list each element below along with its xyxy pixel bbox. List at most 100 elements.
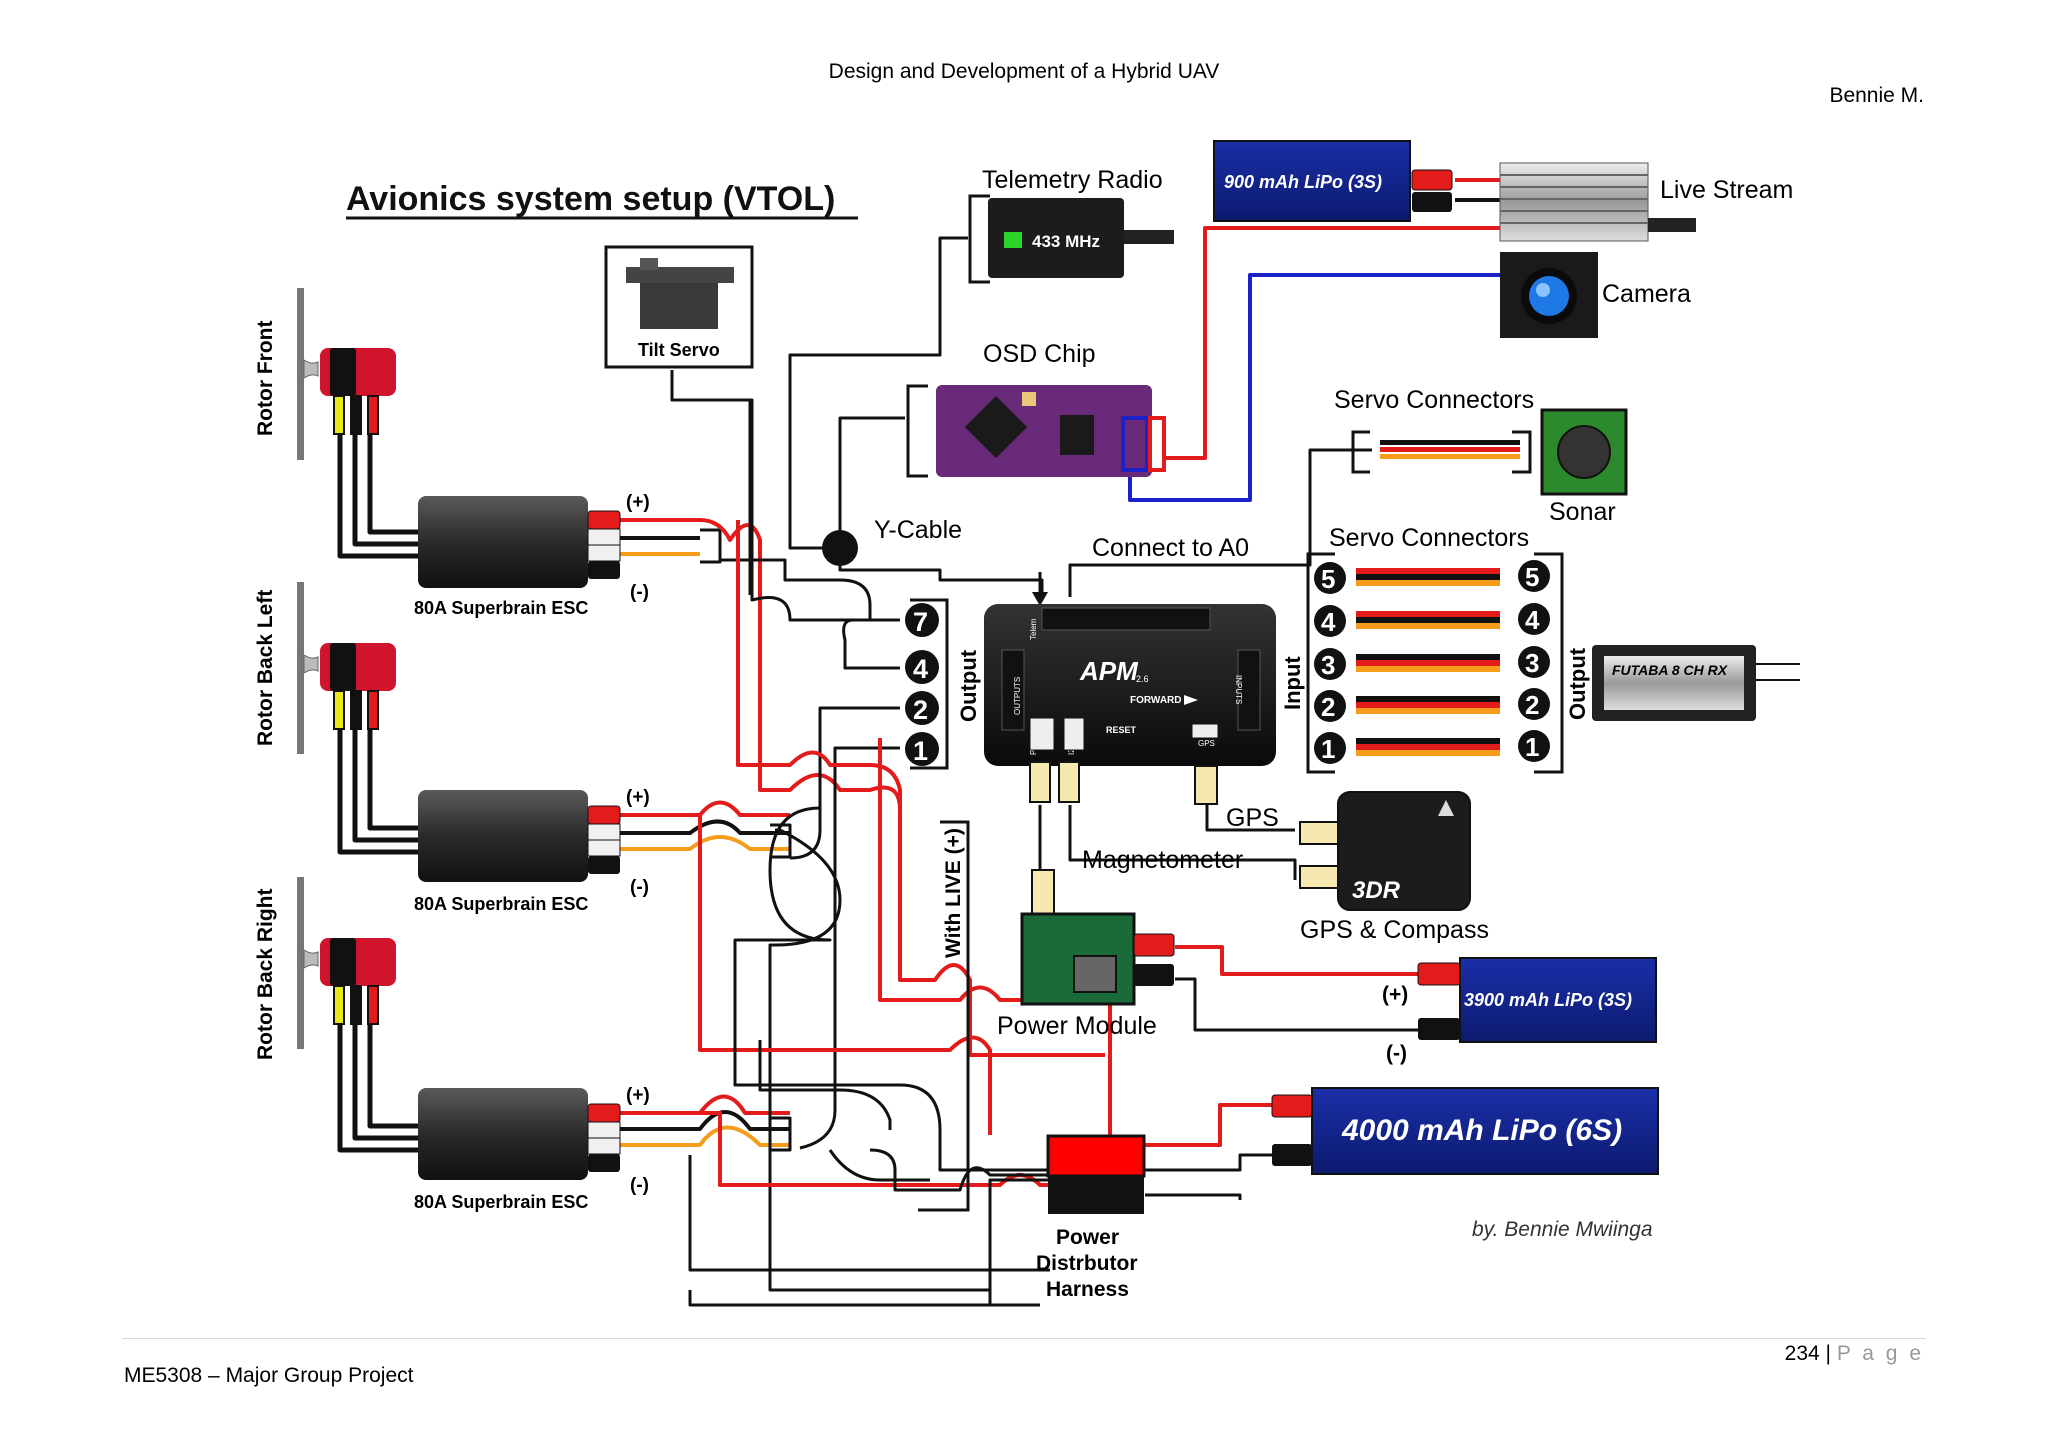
pdh-label-2: Distrbutor (1036, 1252, 1138, 1275)
servo-channel-3-left: 3 (1321, 650, 1335, 680)
rotor-front-label: Rotor Front (254, 321, 277, 436)
futaba-receiver: FUTABA 8 CH RX (1592, 645, 1800, 721)
telemetry-radio-label: Telemetry Radio (982, 166, 1163, 194)
sonar: Servo Connectors Sonar (1334, 386, 1628, 526)
rotor-back-left: Rotor Back Left (254, 582, 396, 754)
telemetry-radio: Telemetry Radio 433 MHz (968, 166, 1174, 284)
esc-1-minus: (-) (630, 582, 649, 603)
esc-3-plus: (+) (626, 1085, 650, 1106)
apm-inputs: INPUTS (1234, 675, 1243, 704)
camera-label: Camera (1602, 280, 1691, 308)
servo-channel-1: 1 1 (1314, 730, 1550, 764)
battery-3900-plus: (+) (1382, 983, 1408, 1006)
wiring (337, 178, 1500, 1307)
output-label: Output (956, 649, 981, 722)
live-stream-transmitter: Live Stream (1499, 162, 1793, 242)
battery-900: 900 mAh LiPo (3S) (1213, 140, 1453, 222)
page-number-value: 234 (1784, 1342, 1820, 1365)
pdh-label-3: Harness (1046, 1278, 1129, 1301)
brand-3dr-label: 3DR (1352, 877, 1401, 904)
power-module-label: Power Module (997, 1012, 1157, 1040)
output-label-2: Output (1565, 647, 1590, 720)
servo-channel-5-left: 5 (1321, 564, 1335, 594)
esc-3: 80A Superbrain ESC (+) (-) (414, 1085, 650, 1212)
apm-forward: FORWARD (1130, 695, 1181, 706)
diagram-title: Avionics system setup (VTOL) (346, 180, 835, 218)
battery-3900: 3900 mAh LiPo (3S) (+) (-) (1382, 957, 1657, 1065)
y-cable-label: Y-Cable (874, 516, 962, 544)
esc-2-label: 80A Superbrain ESC (414, 894, 588, 914)
servo-channel-1-right: 1 (1525, 732, 1539, 762)
servo-channel-5: 5 5 (1314, 560, 1550, 594)
servo-channel-4: 4 4 (1314, 603, 1550, 637)
rotor-back-left-label: Rotor Back Left (254, 590, 277, 746)
footer-divider (122, 1338, 1926, 1339)
battery-3900-label: 3900 mAh LiPo (3S) (1464, 990, 1632, 1010)
page-number: 234 | P a g e (1784, 1342, 1924, 1365)
camera: Camera (1500, 252, 1691, 338)
apm-output-pins: 7 4 2 1 Output (905, 598, 981, 770)
apm-outputs: OUTPUTS (1013, 677, 1022, 715)
battery-3900-minus: (-) (1386, 1042, 1407, 1065)
battery-900-label: 900 mAh LiPo (3S) (1224, 172, 1382, 192)
servo-channel-1-left: 1 (1321, 734, 1335, 764)
course-footer: ME5308 – Major Group Project (124, 1364, 414, 1387)
apm-logo: APM (1079, 656, 1139, 686)
servo-channel-3: 3 3 (1314, 646, 1550, 680)
rotor-back-right: Rotor Back Right (254, 877, 396, 1060)
esc-2-minus: (-) (630, 877, 649, 898)
gps-compass-label: GPS & Compass (1300, 916, 1489, 944)
with-live-bracket: With LIVE (+) (918, 820, 970, 1212)
servo-connectors-label-2: Servo Connectors (1329, 524, 1529, 552)
servo-channel-3-right: 3 (1525, 648, 1539, 678)
diagram-credit: by. Bennie Mwiinga (1472, 1218, 1653, 1241)
apm-telem: Telem (1029, 618, 1038, 640)
gps-compass: GPS Magnetometer 3DR GPS & Compass (1082, 791, 1489, 944)
document-author: Bennie M. (1829, 84, 1924, 107)
tilt-servo: Tilt Servo (604, 245, 754, 369)
page-word: P a g e (1836, 1342, 1924, 1365)
output-pin-2: 2 (913, 695, 928, 725)
osd-chip: OSD Chip (906, 340, 1166, 478)
esc-2: 80A Superbrain ESC (+) (-) (414, 787, 650, 914)
output-pin-7: 7 (913, 607, 928, 637)
servo-channel-2-right: 2 (1525, 690, 1539, 720)
rotor-back-right-label: Rotor Back Right (254, 888, 277, 1060)
power-module: Power Module (997, 869, 1175, 1040)
servo-channel-2: 2 2 (1314, 688, 1550, 722)
tilt-servo-label: Tilt Servo (638, 340, 720, 360)
power-distributor-harness: Power Distrbutor Harness (1036, 1134, 1146, 1301)
battery-4000-label: 4000 mAh LiPo (6S) (1341, 1114, 1622, 1147)
servo-connectors-label-1: Servo Connectors (1334, 386, 1534, 414)
esc-1: 80A Superbrain ESC (+) (-) (414, 492, 650, 618)
battery-4000: 4000 mAh LiPo (6S) (1271, 1087, 1659, 1175)
apm-version: 2.6 (1136, 674, 1149, 684)
esc-2-plus: (+) (626, 787, 650, 808)
servo-channel-4-left: 4 (1321, 607, 1336, 637)
servo-channel-2-left: 2 (1321, 692, 1335, 722)
apm-reset: RESET (1106, 725, 1137, 735)
rotor-front: Rotor Front (254, 288, 396, 460)
servo-channel-4-right: 4 (1525, 605, 1540, 635)
esc-3-minus: (-) (630, 1175, 649, 1196)
futaba-label: FUTABA 8 CH RX (1612, 662, 1729, 678)
y-cable: Y-Cable (822, 516, 962, 566)
osd-chip-label: OSD Chip (983, 340, 1096, 368)
output-pin-1: 1 (913, 736, 928, 766)
servo-channel-5-right: 5 (1525, 562, 1539, 592)
telemetry-freq-label: 433 MHz (1032, 232, 1100, 251)
with-live-label: With LIVE (+) (942, 828, 965, 958)
apm-gps: GPS (1198, 739, 1215, 748)
servo-connector-block: Servo Connectors Input Output (1280, 524, 1590, 774)
apm-board: Connect to A0 APM 2.6 FORWARD RESET OUTP… (984, 534, 1276, 805)
magnetometer-label: Magnetometer (1082, 846, 1243, 874)
output-pin-4: 4 (913, 654, 928, 684)
sonar-label: Sonar (1549, 498, 1616, 526)
esc-1-label: 80A Superbrain ESC (414, 598, 588, 618)
connect-a0-label: Connect to A0 (1092, 534, 1249, 562)
document-title: Design and Development of a Hybrid UAV (828, 60, 1220, 83)
esc-1-plus: (+) (626, 492, 650, 513)
esc-3-label: 80A Superbrain ESC (414, 1192, 588, 1212)
input-label: Input (1280, 656, 1305, 710)
